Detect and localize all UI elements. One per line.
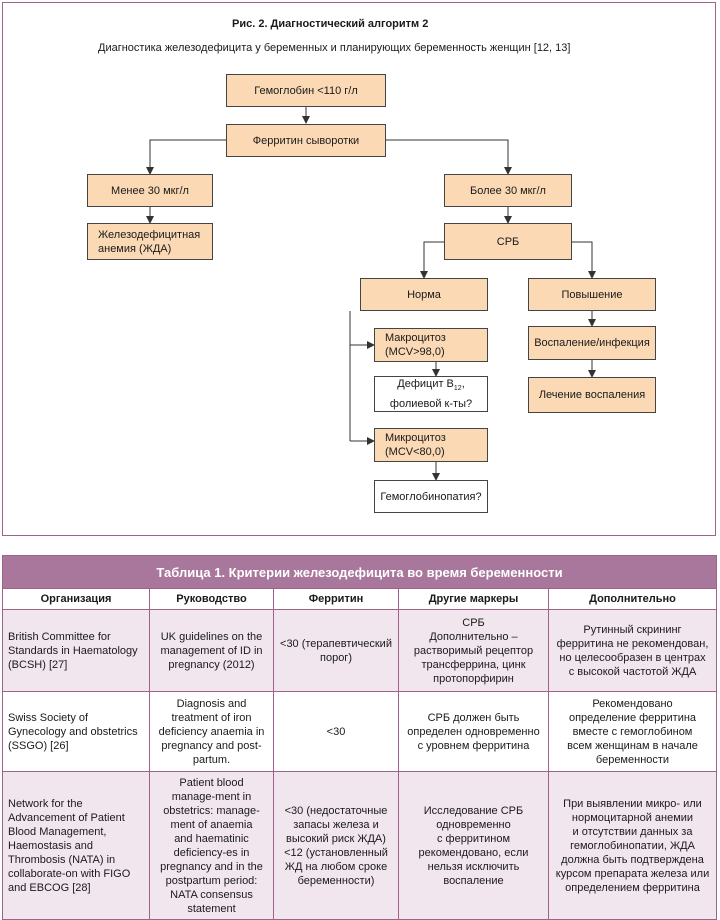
node-b12-deficiency: Дефицит В12, фолиевой к-ты? — [374, 376, 488, 412]
node-treatment: Лечение воспаления — [528, 377, 656, 413]
figure-frame — [2, 2, 716, 536]
table-row: Network for the Advancement of Patient B… — [2, 771, 717, 920]
cell-organization: British Committee for Standards in Haema… — [2, 609, 150, 692]
node-hemoglobinopathy: Гемоглобинопатия? — [374, 480, 488, 513]
arrow-ferritin-more — [382, 139, 512, 175]
col-header-guideline: Руководство — [149, 588, 274, 610]
cell-additional: При выявлении микро- или нормоцитарной а… — [548, 771, 717, 920]
deficit-text-a: Дефицит В — [397, 378, 454, 391]
table-caption: Таблица 1. Критерии железодефицита во вр… — [2, 555, 717, 589]
node-less-30: Менее 30 мкг/л — [87, 174, 213, 207]
table-row: British Committee for Standards in Haema… — [2, 609, 717, 692]
col-header-other-markers: Другие маркеры — [398, 588, 549, 610]
cell-other-markers: Исследование СРБ одновременно с ферритин… — [398, 771, 549, 920]
cell-ferritin: <30 (недостаточные запасы железа и высок… — [273, 771, 399, 920]
node-rise: Повышение — [528, 278, 656, 311]
arrow-crp-rise — [572, 241, 596, 279]
deficit-subscript: 12 — [453, 385, 462, 393]
deficit-text-b: , фолиевой к-ты? — [389, 378, 473, 410]
node-more-30: Более 30 мкг/л — [444, 174, 572, 207]
cell-organization: Network for the Advancement of Patient B… — [2, 771, 150, 920]
arrow-ferritin-less — [146, 139, 226, 175]
col-header-additional: Дополнительно — [548, 588, 717, 610]
node-norm: Норма — [360, 278, 488, 311]
cell-additional: Рутинный скрининг ферритина не рекомендо… — [548, 609, 717, 692]
col-header-organization: Организация — [2, 588, 150, 610]
node-hemoglobin: Гемоглобин <110 г/л — [226, 74, 386, 107]
node-crp: СРБ — [444, 223, 572, 260]
figure-title: Рис. 2. Диагностический алгоритм 2 — [232, 18, 429, 30]
arrow-crp-norm — [420, 241, 444, 279]
cell-other-markers: СРБ Дополнительно – растворимый рецептор… — [398, 609, 549, 692]
cell-guideline: UK guidelines on the management of ID in… — [149, 609, 274, 692]
criteria-table: Таблица 1. Критерии железодефицита во вр… — [2, 555, 717, 920]
cell-ferritin: <30 — [273, 691, 399, 772]
cell-other-markers: СРБ должен быть определен одновременно с… — [398, 691, 549, 772]
cell-guideline: Patient blood manage-ment in obstetrics:… — [149, 771, 274, 920]
node-ida: Железодефицитная анемия (ЖДА) — [87, 223, 213, 260]
cell-organization: Swiss Society of Gynecology and obstetri… — [2, 691, 150, 772]
node-microcytosis: Микроцитоз (MCV<80,0) — [374, 428, 488, 462]
cell-additional: Рекомендовано определение ферритина вмес… — [548, 691, 717, 772]
criteria-table-wrapper: Таблица 1. Критерии железодефицита во вр… — [2, 555, 717, 920]
figure-subtitle: Диагностика железодефицита у беременных … — [98, 42, 571, 54]
node-macrocytosis: Макроцитоз (MCV>98,0) — [374, 328, 488, 362]
cell-guideline: Diagnosis and treatment of iron deficien… — [149, 691, 274, 772]
node-ferritin: Ферритин сыворотки — [226, 124, 386, 157]
table-row: Swiss Society of Gynecology and obstetri… — [2, 691, 717, 772]
flowchart-connectors — [146, 107, 596, 481]
node-inflammation: Воспаление/инфекция — [528, 326, 656, 360]
col-header-ferritin: Ферритин — [273, 588, 399, 610]
cell-ferritin: <30 (терапевтический порог) — [273, 609, 399, 692]
